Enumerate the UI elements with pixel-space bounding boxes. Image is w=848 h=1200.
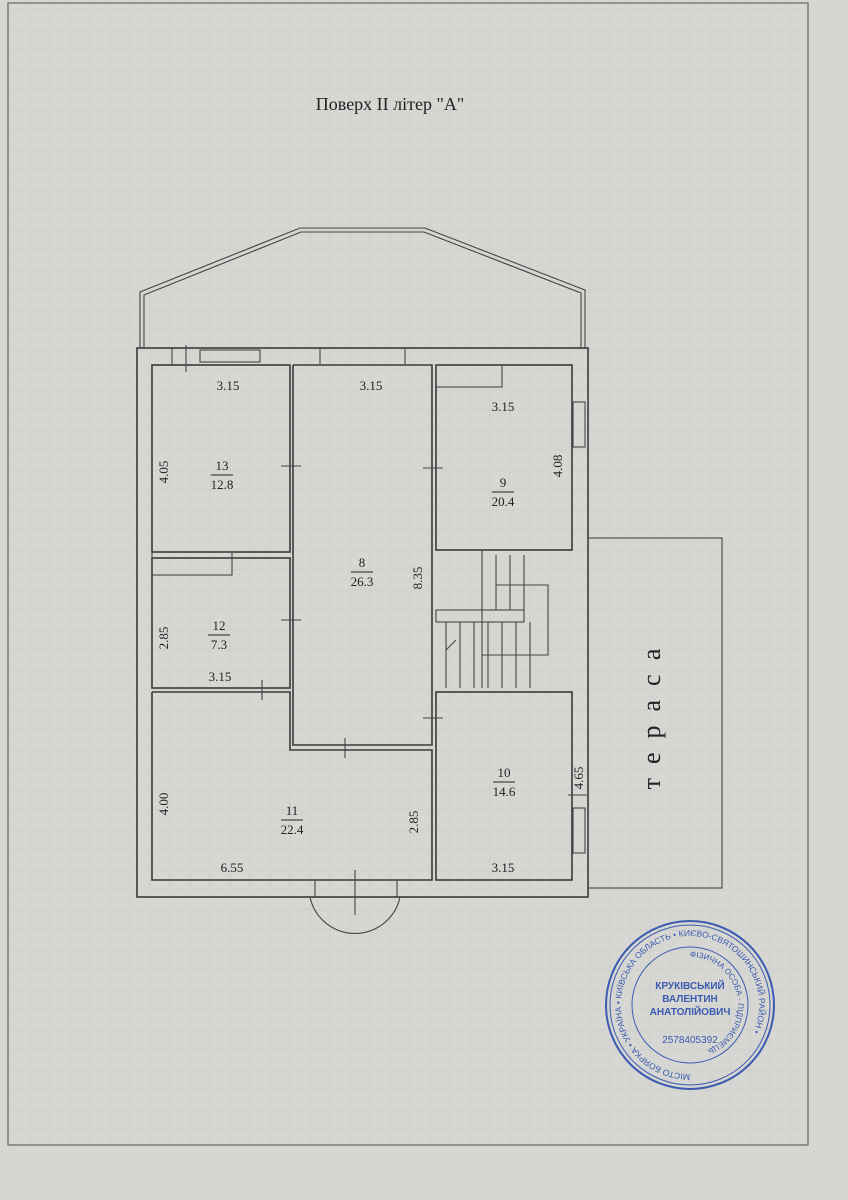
page-frame — [7, 2, 809, 1146]
room-number: 10 — [498, 765, 511, 780]
plan-title: Поверх II літер "А" — [316, 94, 464, 114]
dimension-labels: 3.15 3.15 3.15 4.05 4.08 8.35 2.85 3.15 4.00 2.85… — [156, 378, 586, 875]
dimension-label: 4.65 — [571, 767, 586, 790]
dimension-label: 3.15 — [492, 399, 515, 414]
room-area: 12.8 — [211, 477, 234, 492]
entrance-door-arc — [309, 896, 401, 934]
room-12-outline — [151, 557, 291, 689]
room-11-outline — [151, 691, 433, 881]
room-area: 22.4 — [281, 822, 304, 837]
dimension-label: 4.08 — [550, 455, 565, 478]
dimension-label: 8.35 — [410, 567, 425, 590]
stamp-name-1: КРУКІВСЬКИЙ — [655, 979, 724, 992]
terrace-label: тераса — [637, 635, 666, 790]
room-area: 26.3 — [351, 574, 374, 589]
room-number: 11 — [286, 803, 299, 818]
paper-grid — [8, 3, 808, 1145]
stamp-name-3: АНАТОЛІЙОВИЧ — [650, 1005, 731, 1018]
room-number: 8 — [359, 555, 366, 570]
dimension-label: 3.15 — [217, 378, 240, 393]
room-10-outline — [435, 691, 573, 881]
room-area: 20.4 — [492, 494, 515, 509]
stamp-code: 2578405392 — [662, 1035, 718, 1046]
room-9-outline — [435, 364, 573, 551]
dimension-label: 3.15 — [492, 860, 515, 875]
door-marks — [261, 465, 588, 796]
dimension-label: 4.05 — [156, 461, 171, 484]
staircase — [435, 550, 549, 688]
terrace — [587, 537, 723, 889]
building-walls — [136, 345, 589, 898]
stamp-name-2: ВАЛЕНТИН — [662, 994, 718, 1005]
dimension-label: 2.85 — [406, 811, 421, 834]
room-number: 9 — [500, 475, 507, 490]
dimension-label: 3.15 — [209, 669, 232, 684]
room-area: 14.6 — [493, 784, 516, 799]
room-labels: 13 12.8 8 26.3 9 20.4 12 7.3 11 22.4 10 14.6 — [208, 458, 516, 837]
dimension-label: 3.15 — [360, 378, 383, 393]
dimension-label: 4.00 — [156, 793, 171, 816]
room-number: 12 — [213, 618, 226, 633]
room-area: 7.3 — [211, 637, 227, 652]
room-number: 13 — [216, 458, 229, 473]
roof-outline — [139, 227, 586, 348]
dimension-label: 6.55 — [221, 860, 244, 875]
dimension-label: 2.85 — [156, 627, 171, 650]
room-8-outline — [292, 364, 433, 746]
